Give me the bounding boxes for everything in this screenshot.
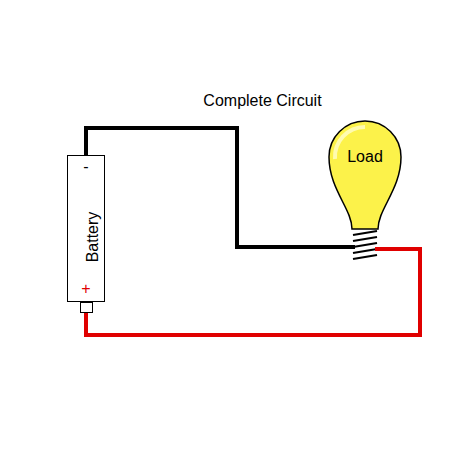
battery-terminal: [81, 303, 93, 313]
wire: [86, 249, 420, 335]
polarity-sign: +: [81, 281, 90, 297]
load-label: Load: [331, 147, 399, 167]
light-bulb: Load: [327, 117, 403, 267]
wire: [86, 128, 327, 247]
battery-label: Battery: [85, 212, 101, 263]
battery-body: - Battery +: [67, 155, 105, 302]
polarity-sign: -: [83, 159, 88, 175]
bulb-outline: [327, 117, 403, 267]
diagram-title: Complete Circuit: [150, 92, 375, 110]
